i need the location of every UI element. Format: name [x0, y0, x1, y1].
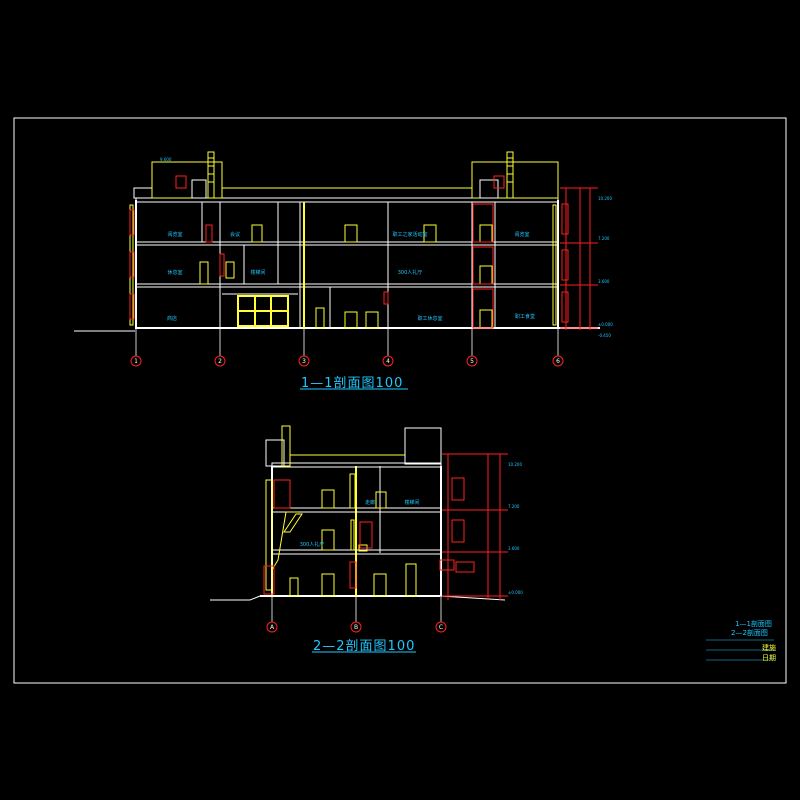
axis-bubble-5 [466, 355, 478, 367]
titleblock-line2: 2—2剖面图 [731, 629, 768, 637]
titleblock-line1: 1—1剖面图 [735, 620, 772, 628]
axis-label-4: 4 [386, 358, 390, 365]
dim-label: -0.450 [598, 333, 611, 338]
room-label: 300人礼厅 [300, 541, 325, 548]
axis-label-a: A [270, 624, 275, 631]
room-label: 阅览室 [167, 231, 182, 238]
axis-bubble-6 [552, 355, 564, 367]
section-2-2: A B C 走廊 楼梯间 300人礼厅 10.200 7.200 3.600 ±… [210, 425, 523, 633]
sheet-border [13, 117, 787, 684]
dim-label: ±0.000 [598, 322, 613, 327]
room-label: 商店 [167, 315, 177, 322]
titleblock-row2-label: 日期 [762, 654, 776, 662]
axis-label-3: 3 [302, 358, 306, 365]
axis-bubble-c [435, 621, 447, 633]
dim-label: ±0.000 [508, 590, 523, 595]
axis-bubble-1 [130, 355, 142, 367]
axis-label-1: 1 [134, 358, 138, 365]
axis-bubble-2 [214, 355, 226, 367]
axis-label-6: 6 [556, 358, 560, 365]
room-label: 楼梯间 [250, 269, 265, 276]
axis-label-5: 5 [470, 358, 474, 365]
axis-label-c: C [439, 624, 443, 631]
section-2-2-title: 2—2剖面图100 [313, 639, 416, 654]
dim-label: 10.200 [508, 462, 522, 467]
dim-label: 10.200 [598, 196, 612, 201]
room-label: 职工之家活动室 [392, 231, 427, 238]
room-label: 楼梯间 [404, 499, 419, 506]
section-1-1: 1 2 3 4 5 6 阅览室 会议 职工之家活动室 阅览室 休息室 楼梯间 3… [74, 151, 613, 367]
axis-bubble-b [350, 621, 362, 633]
axis-bubble-3 [298, 355, 310, 367]
section-1-1-title: 1—1剖面图100 [301, 376, 404, 391]
dim-label: 7.200 [598, 236, 610, 241]
dim-label: 3.600 [598, 279, 610, 284]
room-label: 阅览室 [514, 231, 529, 238]
room-label: 300人礼厅 [398, 269, 423, 276]
dim-label: 9.600 [160, 157, 172, 162]
axis-label-b: B [354, 624, 358, 631]
room-label: 职工食堂 [515, 313, 535, 320]
room-label: 会议 [230, 231, 240, 238]
room-label: 走廊 [365, 499, 375, 506]
titleblock-row1-label: 建施 [762, 644, 776, 652]
axis-bubble-4 [382, 355, 394, 367]
axis-bubble-a [266, 621, 278, 633]
room-label: 休息室 [167, 269, 182, 276]
room-label: 职工休息室 [417, 315, 442, 322]
dim-label: 3.600 [508, 546, 520, 551]
axis-label-2: 2 [218, 358, 222, 365]
dim-label: 7.200 [508, 504, 520, 509]
